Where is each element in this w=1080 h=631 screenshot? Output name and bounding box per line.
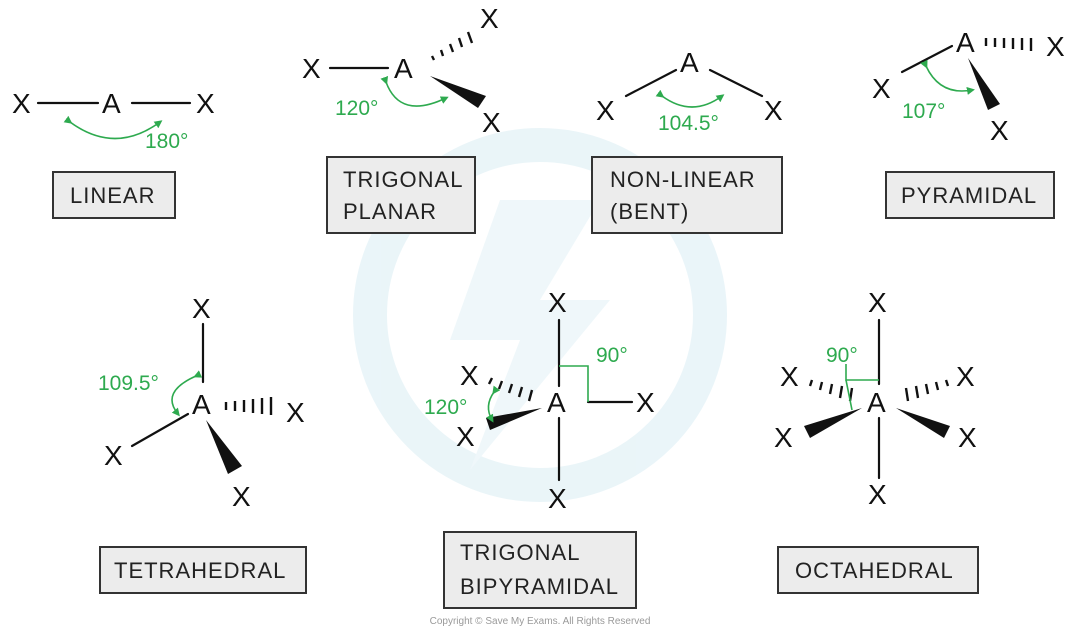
shape-label: TETRAHEDRAL [114, 558, 286, 583]
angle-arc [486, 385, 501, 423]
pyramidal-molecule: A X X X 107° PYRAMIDAL [872, 27, 1065, 219]
single-bond [624, 68, 678, 98]
shape-label-line2: BIPYRAMIDAL [460, 574, 619, 599]
ligand-x: X [636, 387, 655, 418]
ligand-x: X [872, 73, 891, 104]
ligand-x: X [196, 88, 215, 119]
angle-arc [380, 75, 449, 107]
trigonal-planar-molecule: X A X X 120° TRIGONAL PLANAR [302, 3, 501, 234]
bond-angle: 104.5° [658, 112, 719, 135]
central-atom: A [680, 47, 699, 78]
linear-molecule: X A X 180° LINEAR [12, 88, 215, 219]
watermark-logo [353, 128, 727, 502]
shape-label-line2: PLANAR [343, 199, 437, 224]
copyright-notice: Copyright © Save My Exams. All Rights Re… [430, 616, 651, 627]
angle-arc [171, 370, 203, 417]
ligand-x: X [232, 481, 251, 512]
ligand-x: X [868, 287, 887, 318]
ligand-x: X [12, 88, 31, 119]
tetrahedral-molecule: X A X X X 109.5° TETRAHEDRAL [98, 293, 307, 594]
bond-angle: 120° [335, 97, 378, 120]
octahedral-molecule: X A X X X X X 90° OCTAHEDRAL [774, 287, 979, 594]
shape-label-box [52, 171, 176, 219]
ligand-x: X [286, 397, 305, 428]
shape-label-box [443, 531, 637, 609]
right-angle-marker [559, 365, 589, 402]
ligand-x: X [460, 360, 479, 391]
right-angle-leg [845, 379, 853, 411]
ligand-x: X [548, 483, 567, 514]
shape-label-line1: NON-LINEAR [610, 167, 756, 192]
central-atom: A [394, 53, 413, 84]
shape-label: LINEAR [70, 183, 155, 208]
ligand-x: X [868, 479, 887, 510]
shape-label-box [777, 546, 979, 594]
ligand-x: X [480, 3, 499, 34]
bond-angle-90: 90° [826, 344, 858, 367]
ligand-x: X [192, 293, 211, 324]
ligand-x: X [548, 287, 567, 318]
angle-arc [63, 115, 163, 140]
bond-angle-120: 120° [424, 396, 467, 419]
central-atom: A [102, 88, 121, 119]
hashed-bond [904, 379, 950, 402]
hashed-bond [808, 379, 854, 402]
ligand-x: X [596, 95, 615, 126]
ligand-x: X [958, 422, 977, 453]
wedge-bond [804, 408, 862, 438]
central-atom: A [956, 27, 975, 58]
ligand-x: X [482, 107, 501, 138]
hashed-bond [984, 38, 1033, 51]
shape-label-line1: TRIGONAL [460, 540, 580, 565]
bond-angle: 109.5° [98, 372, 159, 395]
bond-angle: 107° [902, 100, 945, 123]
shape-label-line1: TRIGONAL [343, 167, 463, 192]
angle-arc [655, 89, 725, 108]
ligand-x: X [956, 361, 975, 392]
ligand-x: X [780, 361, 799, 392]
ligand-x: X [1046, 31, 1065, 62]
angle-arc [920, 59, 975, 95]
wedge-bond [896, 408, 950, 438]
hashed-bond [224, 397, 273, 415]
single-bond [130, 412, 190, 448]
single-bond [708, 68, 764, 98]
ligand-x: X [774, 422, 793, 453]
wedge-bond [206, 420, 242, 474]
shape-label-box [99, 546, 307, 594]
trigonal-bipyramidal-molecule: X A X X X X 90° 120° TRIGONAL BIPYRAMIDA… [424, 287, 655, 609]
bond-angle: 180° [145, 130, 188, 153]
shape-label: OCTAHEDRAL [795, 558, 954, 583]
wedge-bond [968, 58, 1000, 110]
ligand-x: X [764, 95, 783, 126]
bond-angle-90: 90° [596, 344, 628, 367]
shape-label-box [885, 171, 1055, 219]
central-atom: A [192, 389, 211, 420]
wedge-bond [430, 76, 486, 108]
ligand-x: X [990, 115, 1009, 146]
wedge-bond [486, 408, 542, 430]
ligand-x: X [456, 421, 475, 452]
shape-label-box [326, 156, 476, 234]
non-linear-molecule: A X X 104.5° NON-LINEAR (BENT) [591, 47, 783, 234]
ligand-x: X [302, 53, 321, 84]
hashed-bond [430, 31, 474, 61]
single-bond [900, 44, 954, 74]
shape-label: PYRAMIDAL [901, 183, 1037, 208]
ligand-x: X [104, 440, 123, 471]
shape-label-line2: (BENT) [610, 199, 689, 224]
central-atom: A [867, 387, 886, 418]
shape-label-box [591, 156, 783, 234]
central-atom: A [547, 387, 566, 418]
